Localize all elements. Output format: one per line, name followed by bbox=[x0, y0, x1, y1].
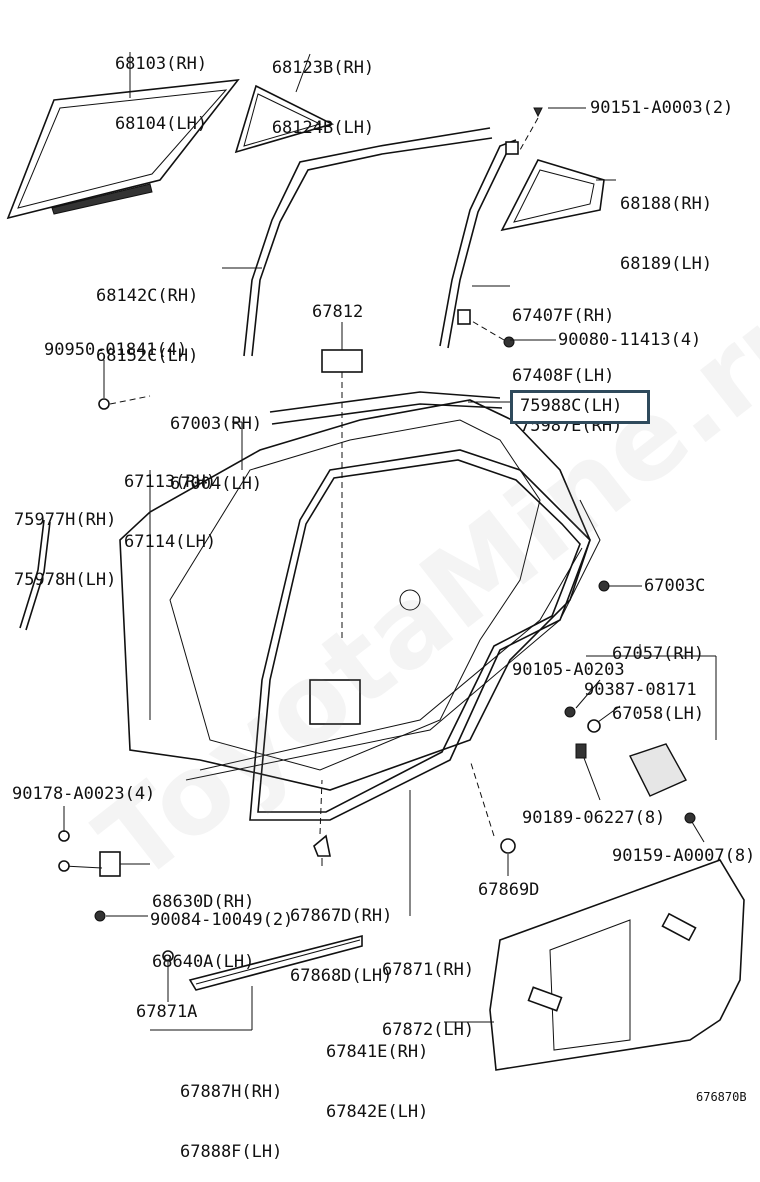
part-number-lh: 67408F(LH) bbox=[512, 366, 615, 386]
pad[interactable] bbox=[321, 349, 363, 640]
part-number-lh: 68104(LH) bbox=[114, 114, 208, 134]
label-clip-a[interactable]: 67871A bbox=[136, 1002, 198, 1022]
label-moulding[interactable]: 75977H(RH) 75978H(LH) bbox=[14, 470, 116, 610]
label-lower-seal[interactable]: 67867D(RH) 67868D(LH) bbox=[290, 866, 392, 1006]
highlighted-part-number: 75988C(LH) bbox=[520, 396, 623, 416]
part-number-lh: 75978H(LH) bbox=[14, 570, 117, 590]
hinge-side-moulding[interactable] bbox=[19, 519, 51, 631]
part-number-rh: 67113(RH) bbox=[124, 472, 217, 492]
part-number-lh: 68152C(LH) bbox=[96, 346, 199, 366]
door-check[interactable] bbox=[58, 830, 121, 922]
run-channel[interactable] bbox=[243, 127, 493, 357]
part-number-rh: 75977H(RH) bbox=[14, 510, 117, 530]
door-panel[interactable] bbox=[119, 399, 601, 791]
label-main-weatherstrip[interactable]: 67871(RH) 67872(LH) bbox=[382, 920, 474, 1060]
label-sill-strip[interactable]: 67887H(RH) 67888F(LH) bbox=[180, 1042, 282, 1182]
top-weatherstrip[interactable] bbox=[269, 391, 503, 425]
label-plug[interactable]: 67003C bbox=[644, 576, 706, 596]
highlighted-part-box[interactable] bbox=[510, 390, 650, 424]
label-trim-board[interactable]: 67841E(RH) 67842E(LH) bbox=[326, 1002, 428, 1142]
label-division-bar[interactable]: 67407F(RH) 67408F(LH) bbox=[512, 266, 614, 406]
label-quarter-frame[interactable]: 68188(RH) 68189(LH) bbox=[620, 154, 712, 294]
label-hinge-side-seal[interactable]: 67113(RH) 67114(LH) bbox=[124, 432, 216, 572]
part-number-rh: 67841E(RH) bbox=[326, 1042, 429, 1062]
label-screw-hinge[interactable]: 90178-A0023(4) bbox=[12, 784, 156, 804]
label-bottom-clip[interactable]: 67869D bbox=[478, 880, 540, 900]
part-number-rh: 68142C(RH) bbox=[96, 286, 199, 306]
leader-lines bbox=[63, 52, 705, 1031]
part-number-rh: 68630D(RH) bbox=[152, 892, 255, 912]
label-reinforcement[interactable]: 67057(RH) 67058(LH) bbox=[612, 604, 704, 744]
part-number-lh: 67868D(LH) bbox=[290, 966, 393, 986]
part-number-lh: 68189(LH) bbox=[620, 254, 713, 274]
rear-door-glass[interactable] bbox=[6, 79, 240, 220]
part-number-rh: 68103(RH) bbox=[114, 54, 208, 74]
part-number-lh: 68124B(LH) bbox=[271, 118, 375, 138]
part-number-lh: 67004(LH) bbox=[170, 474, 263, 494]
label-rear-door-glass[interactable]: 68103(RH) 68104(LH) bbox=[96, 14, 226, 154]
door-trim-board[interactable] bbox=[489, 859, 745, 1071]
label-door-check[interactable]: 68630D(RH) 68640A(LH) bbox=[152, 852, 254, 992]
bottom-clip[interactable] bbox=[469, 759, 516, 854]
part-number-rh: 68188(RH) bbox=[620, 194, 713, 214]
part-number-rh: 67057(RH) bbox=[612, 644, 705, 664]
label-pad[interactable]: 67812 bbox=[312, 302, 364, 322]
part-number-lh: 67114(LH) bbox=[124, 532, 217, 552]
part-number-lh: 67058(LH) bbox=[612, 704, 705, 724]
clip-top[interactable] bbox=[98, 395, 151, 410]
part-number-lh: 67842E(LH) bbox=[326, 1102, 429, 1122]
division-bar[interactable] bbox=[439, 139, 519, 349]
part-number-rh: 67003(RH) bbox=[170, 414, 263, 434]
label-screw-c[interactable]: 90189-06227(8) bbox=[522, 808, 666, 828]
label-door-panel[interactable]: 67003(RH) 67004(LH) bbox=[170, 374, 262, 514]
part-number-lh: 67872(LH) bbox=[382, 1020, 475, 1040]
part-number-lh: 67888F(LH) bbox=[180, 1142, 283, 1162]
part-number-rh: 67871(RH) bbox=[382, 960, 475, 980]
part-number-rh: 68123B(RH) bbox=[271, 58, 375, 78]
part-number-rh: 67867D(RH) bbox=[290, 906, 393, 926]
label-screw-d[interactable]: 90159-A0007(8) bbox=[612, 846, 756, 866]
label-clip-top[interactable]: 90950-01841(4) bbox=[44, 340, 188, 360]
label-screw-division[interactable]: 90080-11413(4) bbox=[558, 330, 702, 350]
label-bolt-a[interactable]: 90105-A0203 bbox=[512, 660, 625, 680]
quarter-glass[interactable] bbox=[234, 84, 335, 154]
parts-diagram bbox=[6, 52, 745, 1071]
door-sill-strip[interactable] bbox=[162, 934, 363, 991]
part-number-rh: 67407F(RH) bbox=[512, 306, 615, 326]
label-bolt-b[interactable]: 90387-08171 bbox=[584, 680, 697, 700]
lower-seal-clip[interactable] bbox=[313, 779, 331, 857]
door-lock-reinforcement[interactable] bbox=[564, 655, 717, 824]
label-quarter-glass[interactable]: 68123B(RH) 68124B(LH) bbox=[258, 18, 388, 158]
label-run-channel[interactable]: 68142C(RH) 68152C(LH) bbox=[96, 246, 198, 386]
plug[interactable] bbox=[598, 580, 610, 592]
drawing-code: 676870B bbox=[696, 1090, 747, 1104]
main-weatherstrip[interactable] bbox=[249, 449, 591, 821]
label-screw-top[interactable]: 90151-A0003(2) bbox=[590, 98, 734, 118]
part-number-lh: 68640A(LH) bbox=[152, 952, 255, 972]
part-number-rh: 67887H(RH) bbox=[180, 1082, 283, 1102]
quarter-window-frame[interactable] bbox=[500, 159, 605, 232]
label-screw-e[interactable]: 90084-10049(2) bbox=[150, 910, 294, 930]
